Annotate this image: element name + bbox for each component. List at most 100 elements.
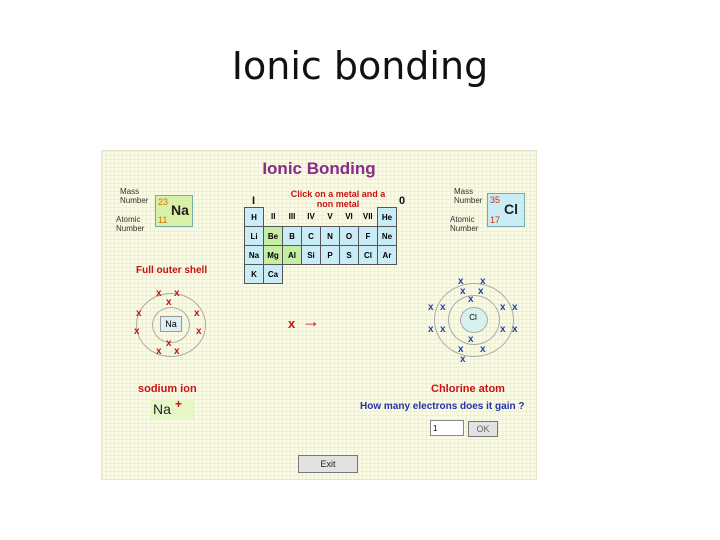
na-nucleus: Na xyxy=(160,316,182,332)
electron-x: x xyxy=(440,324,446,335)
na-mass-number: 23 xyxy=(158,197,169,207)
na-mass-label-1: Mass xyxy=(120,187,140,196)
cl-mass-label-2: Number xyxy=(454,196,483,205)
pt-cell-c[interactable]: C xyxy=(301,226,321,246)
chlorine-atom-label: Chlorine atom xyxy=(431,383,505,395)
electron-x: x xyxy=(174,288,180,299)
pt-cell-si[interactable]: Si xyxy=(301,245,321,265)
pt-empty xyxy=(359,265,378,284)
sodium-element-box: 23 11 Na xyxy=(155,195,193,227)
na-mass-label: Mass Number xyxy=(120,187,148,205)
pt-cell-he[interactable]: He xyxy=(377,207,397,227)
answer-input[interactable] xyxy=(430,420,464,436)
pt-row-1: H II III IV V VI VII He xyxy=(244,207,397,227)
pt-row-2: Li Be B C N O F Ne xyxy=(244,226,397,246)
pt-header-ii: II xyxy=(271,212,276,222)
question-text: How many electrons does it gain ? xyxy=(360,401,525,412)
cl-mass-number: 35 xyxy=(490,195,501,205)
pt-cell-ar[interactable]: Ar xyxy=(377,245,397,265)
pt-cell-mg[interactable]: Mg xyxy=(263,245,283,265)
pt-cell-f[interactable]: F xyxy=(358,226,378,246)
pt-header-v: V xyxy=(327,212,333,222)
electron-x: x xyxy=(156,346,162,357)
electron-x: x xyxy=(512,302,518,313)
electron-x: x xyxy=(460,354,466,365)
pt-cell-al[interactable]: Al xyxy=(282,245,302,265)
pt-cell-na[interactable]: Na xyxy=(244,245,264,265)
pt-row-4: K Ca xyxy=(244,264,397,284)
electron-x: x xyxy=(134,326,140,337)
group-0-label: 0 xyxy=(399,195,406,207)
na-symbol: Na xyxy=(171,202,189,218)
na-atomic-number: 11 xyxy=(158,215,168,225)
instruction: Click on a metal and a non metal xyxy=(274,189,402,209)
cl-symbol: Cl xyxy=(504,201,518,217)
na-outer-shell xyxy=(136,293,206,357)
electron-x: x xyxy=(136,308,142,319)
app-heading: Ionic Bonding xyxy=(262,159,376,178)
ion-charge: + xyxy=(175,397,183,411)
pt-cell-b[interactable]: B xyxy=(282,226,302,246)
na-atomic-label-2: Number xyxy=(116,224,145,233)
pt-header-vi: VI xyxy=(345,212,353,222)
pt-cell-h[interactable]: H xyxy=(244,207,264,227)
pt-cell-o[interactable]: O xyxy=(339,226,359,246)
electron-x: x xyxy=(458,344,464,355)
pt-empty xyxy=(321,265,340,284)
cl-outer-shell xyxy=(434,283,514,357)
electron-x: x xyxy=(166,338,172,349)
electron-x: x xyxy=(174,346,180,357)
slide-title: Ionic bonding xyxy=(231,44,489,88)
pt-cell-n[interactable]: N xyxy=(320,226,340,246)
pt-empty xyxy=(340,265,359,284)
electron-x: x xyxy=(196,326,202,337)
pt-empty xyxy=(283,265,302,284)
pt-cell-s[interactable]: S xyxy=(339,245,359,265)
na-mass-label-2: Number xyxy=(120,196,149,205)
electron-x: x xyxy=(460,286,466,297)
ionic-bonding-app: Ionic Bonding Mass Number Atomic Number … xyxy=(101,150,537,480)
exit-button[interactable]: Exit xyxy=(298,455,358,473)
cl-mass-label-1: Mass xyxy=(454,187,474,196)
electron-x: x xyxy=(156,288,162,299)
electron-x: x xyxy=(194,308,200,319)
pt-cell-k[interactable]: K xyxy=(244,264,264,284)
cl-mass-label: Mass Number xyxy=(454,187,482,205)
instruction-line-2: non metal xyxy=(316,199,360,209)
electron-x: x xyxy=(428,302,434,313)
periodic-table: H II III IV V VI VII He Li Be B C N O F … xyxy=(244,207,397,284)
ion-symbol: Na xyxy=(153,401,171,417)
electron-x: x xyxy=(458,276,464,287)
ok-button[interactable]: OK xyxy=(468,421,498,437)
pt-row-3: Na Mg Al Si P S Cl Ar xyxy=(244,245,397,265)
electron-x: x xyxy=(428,324,434,335)
cl-nucleus-ring xyxy=(460,307,488,333)
instruction-line-1: Click on a metal and a xyxy=(290,189,386,199)
pt-header-vii: VII xyxy=(362,212,373,222)
chlorine-element-box: 35 17 Cl xyxy=(487,193,525,227)
na-atomic-label: Atomic Number xyxy=(116,215,144,233)
pt-cell-ca[interactable]: Ca xyxy=(263,264,283,284)
electron-x: x xyxy=(478,286,484,297)
pt-cell-cl[interactable]: Cl xyxy=(358,245,378,265)
pt-cell-li[interactable]: Li xyxy=(244,226,264,246)
pt-cell-p[interactable]: P xyxy=(320,245,340,265)
electron-x: x xyxy=(500,302,506,313)
cl-atomic-number: 17 xyxy=(490,215,501,225)
electron-x: x xyxy=(480,276,486,287)
electron-x: x xyxy=(440,302,446,313)
cl-atomic-label-2: Number xyxy=(450,224,479,233)
pt-cell-be[interactable]: Be xyxy=(263,226,283,246)
sodium-ion-label: sodium ion xyxy=(138,383,197,395)
transfer-arrow-icon: → xyxy=(302,311,320,331)
na-inner-shell xyxy=(152,307,190,343)
pt-cell-ne[interactable]: Ne xyxy=(377,226,397,246)
sodium-ion-diagram: Na x x x x x x x x x x xyxy=(132,289,212,361)
electron-x: x xyxy=(468,334,474,345)
electron-x: x xyxy=(480,344,486,355)
cl-nucleus: Cl xyxy=(469,313,477,322)
na-atomic-label-1: Atomic xyxy=(116,215,141,224)
cl-atomic-label: Atomic Number xyxy=(450,215,478,233)
cl-atomic-label-1: Atomic xyxy=(450,215,475,224)
chlorine-atom-diagram: Cl x x x x x x x x x x x x x x x x x xyxy=(424,273,522,365)
